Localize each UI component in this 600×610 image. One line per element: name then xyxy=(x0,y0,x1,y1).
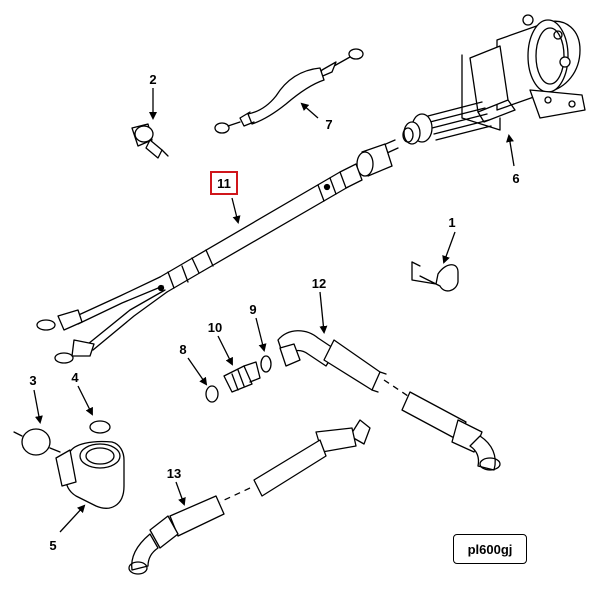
callout-5: 5 xyxy=(49,538,56,553)
callout-7: 7 xyxy=(325,117,332,132)
figure-reference-label: pl600gj xyxy=(453,534,527,564)
part-9-oring xyxy=(260,355,272,373)
part-6-relay xyxy=(402,14,586,145)
leader-8 xyxy=(187,357,208,386)
callout-10: 10 xyxy=(208,320,222,335)
part-11-harness xyxy=(36,139,399,364)
callout-8: 8 xyxy=(179,342,186,357)
leader-4 xyxy=(77,385,93,416)
callout-1: 1 xyxy=(448,215,455,230)
leader-6 xyxy=(506,134,515,167)
hose-12-break xyxy=(383,379,409,397)
leader-12 xyxy=(319,291,328,334)
callout-2: 2 xyxy=(149,72,156,87)
callout-4: 4 xyxy=(71,370,79,385)
callout-9: 9 xyxy=(249,302,256,317)
callout-6: 6 xyxy=(512,171,519,186)
leader-7 xyxy=(300,102,319,119)
callout-11: 11 xyxy=(217,175,231,191)
callout-11-highlighted: 11 xyxy=(210,171,238,195)
hose-13-break xyxy=(219,487,251,503)
leader-5 xyxy=(59,504,86,533)
leader-11 xyxy=(231,197,241,224)
part-8-oring xyxy=(205,385,219,403)
callout-3: 3 xyxy=(29,373,36,388)
callout-12: 12 xyxy=(312,276,326,291)
leader-1 xyxy=(442,231,456,264)
part-13-hose xyxy=(128,419,371,575)
part-1-clamp xyxy=(411,261,459,292)
part-7-fuse-lead xyxy=(214,48,364,134)
part-3-oring xyxy=(13,428,61,456)
leader-10 xyxy=(217,335,233,366)
figure-reference-text: pl600gj xyxy=(467,541,513,557)
part-5-elbow xyxy=(55,440,125,509)
part-4-oring xyxy=(89,420,111,434)
part-10-fitting xyxy=(223,361,261,393)
leader-9 xyxy=(255,317,267,352)
callout-13: 13 xyxy=(167,466,181,481)
leader-3 xyxy=(33,389,43,424)
leader-13 xyxy=(175,481,186,506)
part-12-hose xyxy=(277,330,501,471)
part-2-switch xyxy=(131,123,169,159)
